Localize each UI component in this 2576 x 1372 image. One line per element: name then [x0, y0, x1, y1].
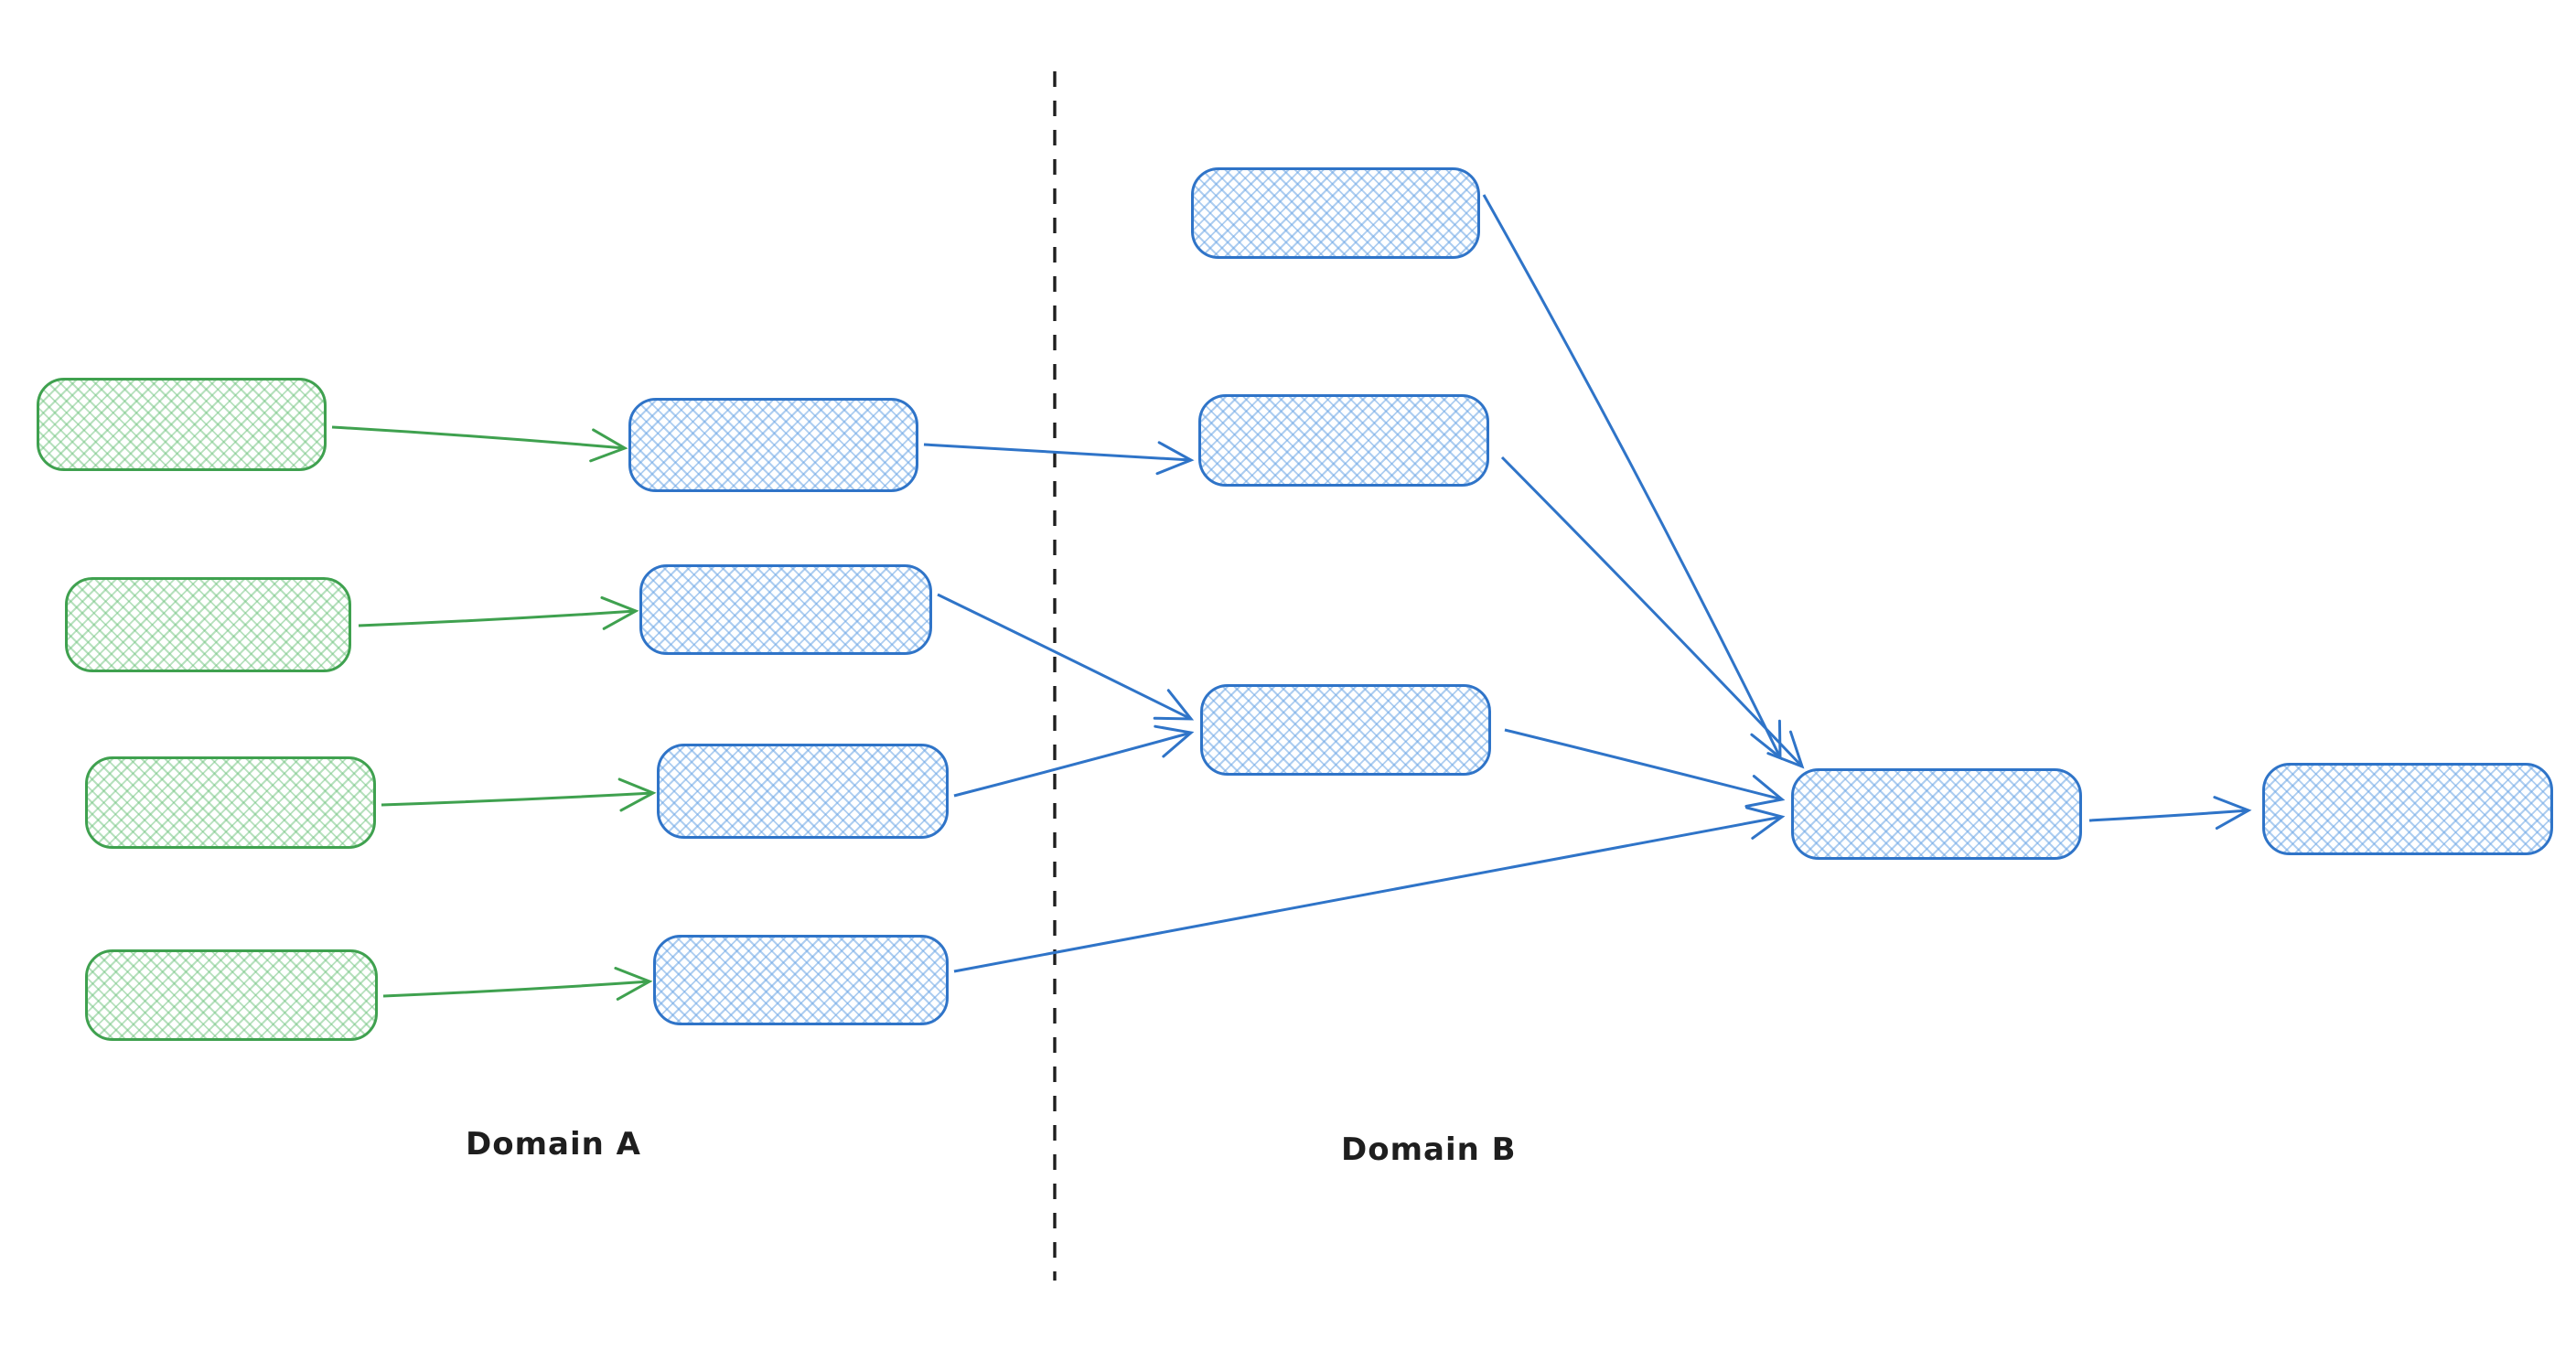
edge-a-source-3-to-a-node-3: [381, 777, 657, 812]
node-a-4: [653, 935, 949, 1025]
edge-a-node-2-to-b-node-3: [937, 593, 1195, 721]
edge-a-node-3-to-b-node-3: [953, 724, 1195, 798]
edge-b-node-2-to-b-merge-node: [1500, 456, 1805, 769]
node-a-1: [628, 398, 918, 492]
node-a-2: [639, 564, 932, 655]
edge-b-node-1-to-b-merge-node: [1482, 194, 1782, 761]
edge-a-node-1-to-b-node-2: [923, 441, 1195, 476]
node-b-output: [2262, 763, 2553, 855]
node-b-3: [1200, 684, 1491, 776]
edge-b-node-3-to-b-merge-node: [1504, 728, 1786, 809]
edge-a-source-4-to-a-node-4: [382, 967, 653, 1001]
node-a-source-3: [85, 756, 376, 849]
edge-b-merge-node-to-b-output-node: [2088, 796, 2252, 831]
edge-a-source-1-to-a-node-1: [331, 425, 628, 463]
domain-b-label: Domain B: [1341, 1131, 1517, 1168]
edge-a-source-2-to-a-node-2: [358, 595, 639, 630]
node-a-source-2: [65, 577, 351, 672]
node-a-source-4: [85, 949, 378, 1041]
node-b-merge: [1791, 768, 2082, 860]
domain-a-label: Domain A: [466, 1126, 641, 1163]
node-a-3: [657, 744, 949, 839]
node-a-source-1: [37, 378, 327, 471]
node-b-1: [1191, 167, 1480, 259]
edge-a-node-4-to-b-merge-node: [953, 806, 1786, 973]
node-b-2: [1198, 394, 1489, 487]
